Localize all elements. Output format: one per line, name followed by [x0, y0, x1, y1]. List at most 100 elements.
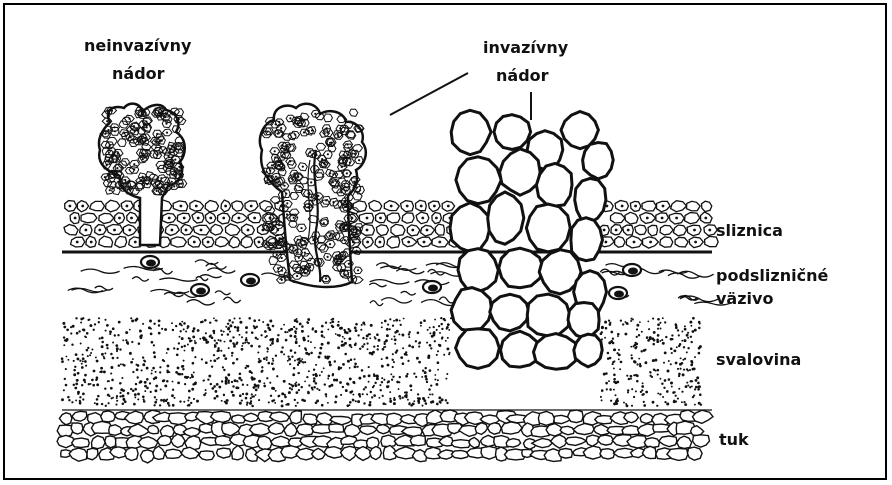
muscle-dot — [422, 397, 425, 400]
muscle-dot — [378, 397, 380, 399]
muscle-dot — [306, 376, 308, 378]
tumor-cell-nucleus — [162, 110, 164, 112]
muscle-dot — [328, 385, 331, 388]
muscle-dot — [231, 352, 234, 355]
muscle-dot — [159, 366, 161, 368]
epithelial-cell — [642, 201, 656, 211]
muscle-dot — [269, 328, 272, 331]
muscle-dot — [383, 379, 385, 381]
muscle-dot — [221, 380, 223, 382]
muscle-dot — [437, 379, 439, 381]
muscle-dot — [288, 391, 291, 394]
muscle-dot — [178, 342, 180, 344]
muscle-dot — [130, 317, 132, 319]
muscle-dot — [347, 360, 350, 363]
muscle-dot — [134, 388, 137, 391]
muscle-dot — [67, 396, 70, 399]
tumor-cell-nucleus — [166, 132, 168, 134]
muscle-dot — [328, 361, 331, 364]
tumor-cell-nucleus — [114, 155, 116, 157]
muscle-dot — [139, 330, 142, 333]
fat-cell — [677, 436, 692, 448]
muscle-dot — [632, 319, 634, 321]
cell-nucleus — [209, 217, 212, 220]
muscle-dot — [385, 356, 388, 359]
cell-nucleus — [435, 217, 438, 220]
muscle-dot — [76, 379, 79, 382]
muscle-dot — [259, 360, 262, 363]
muscle-dot — [449, 352, 451, 354]
invasive-tumor-cell — [568, 303, 599, 339]
muscle-dot — [369, 337, 371, 339]
connective-fiber — [200, 275, 221, 278]
muscle-dot — [105, 330, 107, 332]
muscle-dot — [363, 343, 365, 345]
muscle-dot — [359, 348, 361, 350]
fat-cell — [568, 410, 584, 423]
muscle-dot — [339, 381, 342, 384]
muscle-dot — [305, 349, 307, 351]
muscle-dot — [424, 371, 427, 374]
invasive-tumor-cell — [488, 192, 524, 244]
muscle-dot — [620, 319, 622, 321]
tumor-cell-nucleus — [277, 267, 279, 269]
muscle-dot — [639, 321, 641, 323]
muscle-dot — [245, 392, 248, 395]
muscle-dot — [389, 318, 391, 320]
muscle-dot — [125, 331, 128, 334]
muscle-dot — [431, 393, 433, 395]
muscle-dot — [181, 337, 184, 340]
muscle-dot — [182, 365, 185, 368]
muscle-dot — [430, 384, 432, 386]
muscle-dot — [697, 386, 699, 388]
muscle-dot — [433, 331, 436, 334]
label-muscle: svalovina — [716, 350, 801, 370]
blood-vessel-lumen — [246, 278, 256, 285]
muscle-dot — [634, 361, 637, 364]
fat-cell — [424, 447, 441, 459]
muscle-dot — [232, 342, 234, 344]
muscle-dot — [445, 399, 447, 401]
muscle-dot — [253, 319, 256, 322]
muscle-dot — [235, 343, 237, 345]
muscle-dot — [437, 350, 439, 352]
cell-nucleus — [126, 205, 129, 208]
muscle-dot — [681, 401, 683, 403]
muscle-dot — [245, 367, 247, 369]
epithelial-cell — [702, 201, 712, 211]
muscle-dot — [361, 369, 364, 372]
muscle-dot — [242, 342, 244, 344]
muscle-dot — [294, 399, 296, 401]
muscle-dot — [313, 369, 315, 371]
invasive-tumor — [450, 110, 613, 369]
muscle-dot — [214, 344, 216, 346]
muscle-dot — [670, 347, 673, 350]
invasive-tumor-cell — [450, 203, 490, 252]
muscle-dot — [382, 348, 385, 351]
muscle-dot — [694, 388, 696, 390]
muscle-dot — [666, 403, 669, 406]
muscle-dot — [191, 375, 194, 378]
muscle-dot — [245, 397, 248, 400]
tumor-cell-nucleus — [346, 143, 348, 145]
muscle-dot — [63, 389, 65, 391]
muscle-dot — [109, 330, 112, 333]
muscle-dot — [640, 350, 642, 352]
muscle-dot — [346, 382, 349, 385]
muscle-dot — [307, 321, 310, 324]
muscle-dot — [339, 327, 342, 330]
muscle-dot — [434, 378, 436, 380]
muscle-dot — [697, 388, 700, 391]
muscle-dot — [143, 360, 145, 362]
muscle-dot — [427, 329, 429, 331]
muscle-dot — [387, 380, 390, 383]
muscle-dot — [402, 397, 404, 399]
muscle-dot — [625, 403, 627, 405]
muscle-dot — [67, 359, 69, 361]
muscle-dot — [100, 367, 103, 370]
muscle-dot — [354, 365, 357, 368]
muscle-dot — [214, 339, 216, 341]
muscle-dot — [271, 342, 274, 345]
muscle-dot — [389, 391, 391, 393]
muscle-dot — [348, 337, 351, 340]
